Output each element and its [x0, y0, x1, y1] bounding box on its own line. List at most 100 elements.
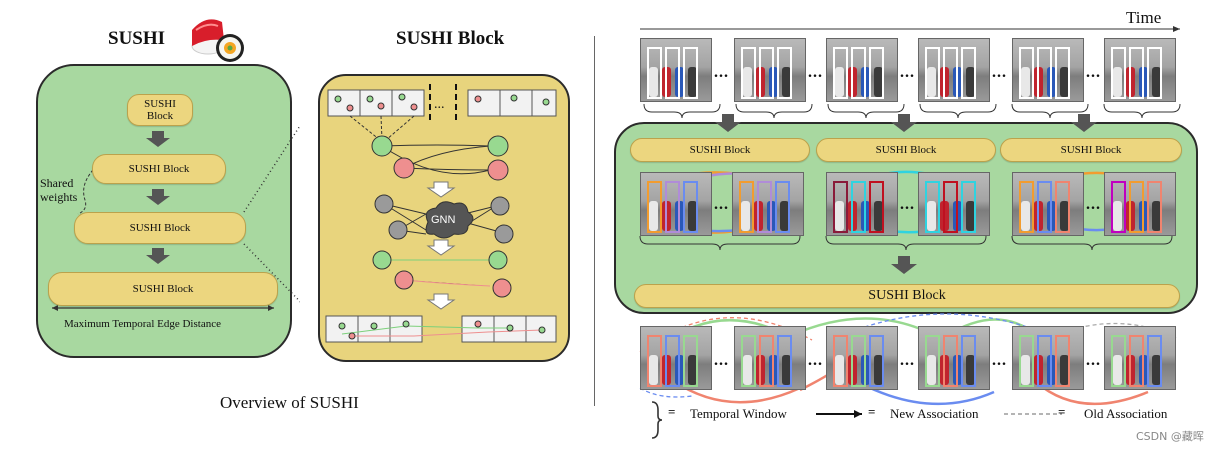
- pedestrian: [1152, 67, 1161, 97]
- pedestrian: [649, 201, 658, 231]
- bottom-frame: [734, 326, 806, 390]
- bounding-box: [1019, 181, 1034, 233]
- arrows-left: [52, 124, 300, 311]
- mid-frame: [1012, 172, 1084, 236]
- bounding-box: [833, 181, 848, 233]
- bounding-box: [869, 335, 884, 387]
- top-frame: [640, 38, 712, 102]
- pedestrian: [1152, 355, 1161, 385]
- bounding-box: [1147, 181, 1162, 233]
- sushi-block-right-1: SUSHI Block: [630, 138, 810, 162]
- bounding-box: [1019, 335, 1034, 387]
- pedestrian: [743, 67, 752, 97]
- ellipsis-top: ...: [808, 64, 823, 81]
- ellipsis-bottom: ...: [992, 352, 1007, 369]
- sushi-block-pill-2: SUSHI Block: [74, 212, 246, 244]
- ellipsis-mid: ...: [900, 196, 915, 213]
- max-temporal-edge-distance-label: Maximum Temporal Edge Distance: [64, 318, 221, 330]
- bounding-box: [1147, 335, 1162, 387]
- pedestrian: [1021, 67, 1030, 97]
- bounding-box: [943, 335, 958, 387]
- pedestrian: [780, 201, 789, 231]
- bounding-box: [833, 47, 848, 99]
- bounding-box: [777, 335, 792, 387]
- gnn-ellipsis-top: ...: [434, 97, 445, 112]
- pedestrian: [1113, 201, 1122, 231]
- ellipsis-bottom: ...: [714, 352, 729, 369]
- gnn-diagram: ... GNN: [325, 84, 557, 343]
- bounding-box: [851, 335, 866, 387]
- top-frame: [734, 38, 806, 102]
- bounding-box: [943, 47, 958, 99]
- pedestrian: [835, 67, 844, 97]
- legend-equals-1: =: [668, 404, 676, 419]
- pedestrian: [966, 201, 975, 231]
- bounding-box: [961, 47, 976, 99]
- bounding-box: [1055, 47, 1070, 99]
- time-label: Time: [1126, 8, 1162, 27]
- ellipsis-mid: ...: [714, 196, 729, 213]
- bounding-box: [777, 47, 792, 99]
- mid-frame: [826, 172, 898, 236]
- bounding-box: [683, 181, 698, 233]
- pedestrian: [1113, 355, 1122, 385]
- bottom-frame: [1104, 326, 1176, 390]
- top-frame: [1012, 38, 1084, 102]
- bounding-box: [1111, 335, 1126, 387]
- pedestrian: [1060, 201, 1069, 231]
- bottom-frame: [918, 326, 990, 390]
- bounding-box: [741, 47, 756, 99]
- bounding-box: [943, 181, 958, 233]
- bounding-box: [665, 335, 680, 387]
- bounding-box: [683, 335, 698, 387]
- pedestrian: [1060, 67, 1069, 97]
- bounding-box: [1037, 181, 1052, 233]
- bottom-frame: [1012, 326, 1084, 390]
- pedestrian: [927, 355, 936, 385]
- bounding-box: [1129, 47, 1144, 99]
- pedestrian: [688, 67, 697, 97]
- sushi-block-pill-3: SUSHI Block: [48, 272, 278, 306]
- bounding-box: [1037, 47, 1052, 99]
- pedestrian: [1152, 201, 1161, 231]
- ellipsis-top: ...: [900, 64, 915, 81]
- bounding-box: [1129, 335, 1144, 387]
- pedestrian: [1021, 355, 1030, 385]
- sushi-icon: [191, 19, 244, 62]
- bounding-box: [961, 335, 976, 387]
- ellipsis-bottom: ...: [1086, 352, 1101, 369]
- watermark: CSDN @藏晖: [1136, 430, 1204, 443]
- overview-caption: Overview of SUSHI: [220, 393, 359, 412]
- pedestrian: [835, 201, 844, 231]
- bounding-box: [1037, 335, 1052, 387]
- sushi-block-small-label: SUSHI Block: [144, 98, 176, 122]
- bounding-box: [925, 181, 940, 233]
- pedestrian: [927, 201, 936, 231]
- pedestrian: [927, 67, 936, 97]
- ellipsis-top: ...: [992, 64, 1007, 81]
- top-frame: [1104, 38, 1176, 102]
- bounding-box: [665, 181, 680, 233]
- bounding-box: [833, 335, 848, 387]
- pedestrian: [966, 355, 975, 385]
- pedestrian: [874, 355, 883, 385]
- pedestrian: [649, 355, 658, 385]
- pedestrian: [649, 67, 658, 97]
- bottom-frame: [826, 326, 898, 390]
- sushi-block-right-3: SUSHI Block: [1000, 138, 1182, 162]
- bounding-box: [757, 181, 772, 233]
- bounding-box: [869, 181, 884, 233]
- pedestrian: [874, 67, 883, 97]
- bounding-box: [961, 181, 976, 233]
- bounding-box: [647, 47, 662, 99]
- bounding-box: [683, 47, 698, 99]
- bounding-box: [1055, 181, 1070, 233]
- legend-old-association: Old Association: [1084, 406, 1168, 421]
- ellipsis-top: ...: [1086, 64, 1101, 81]
- ellipsis-mid: ...: [1086, 196, 1101, 213]
- pedestrian: [874, 201, 883, 231]
- top-frame: [826, 38, 898, 102]
- sushi-block-title: SUSHI Block: [396, 28, 505, 49]
- sushi-block-right-2: SUSHI Block: [816, 138, 996, 162]
- top-frame: [918, 38, 990, 102]
